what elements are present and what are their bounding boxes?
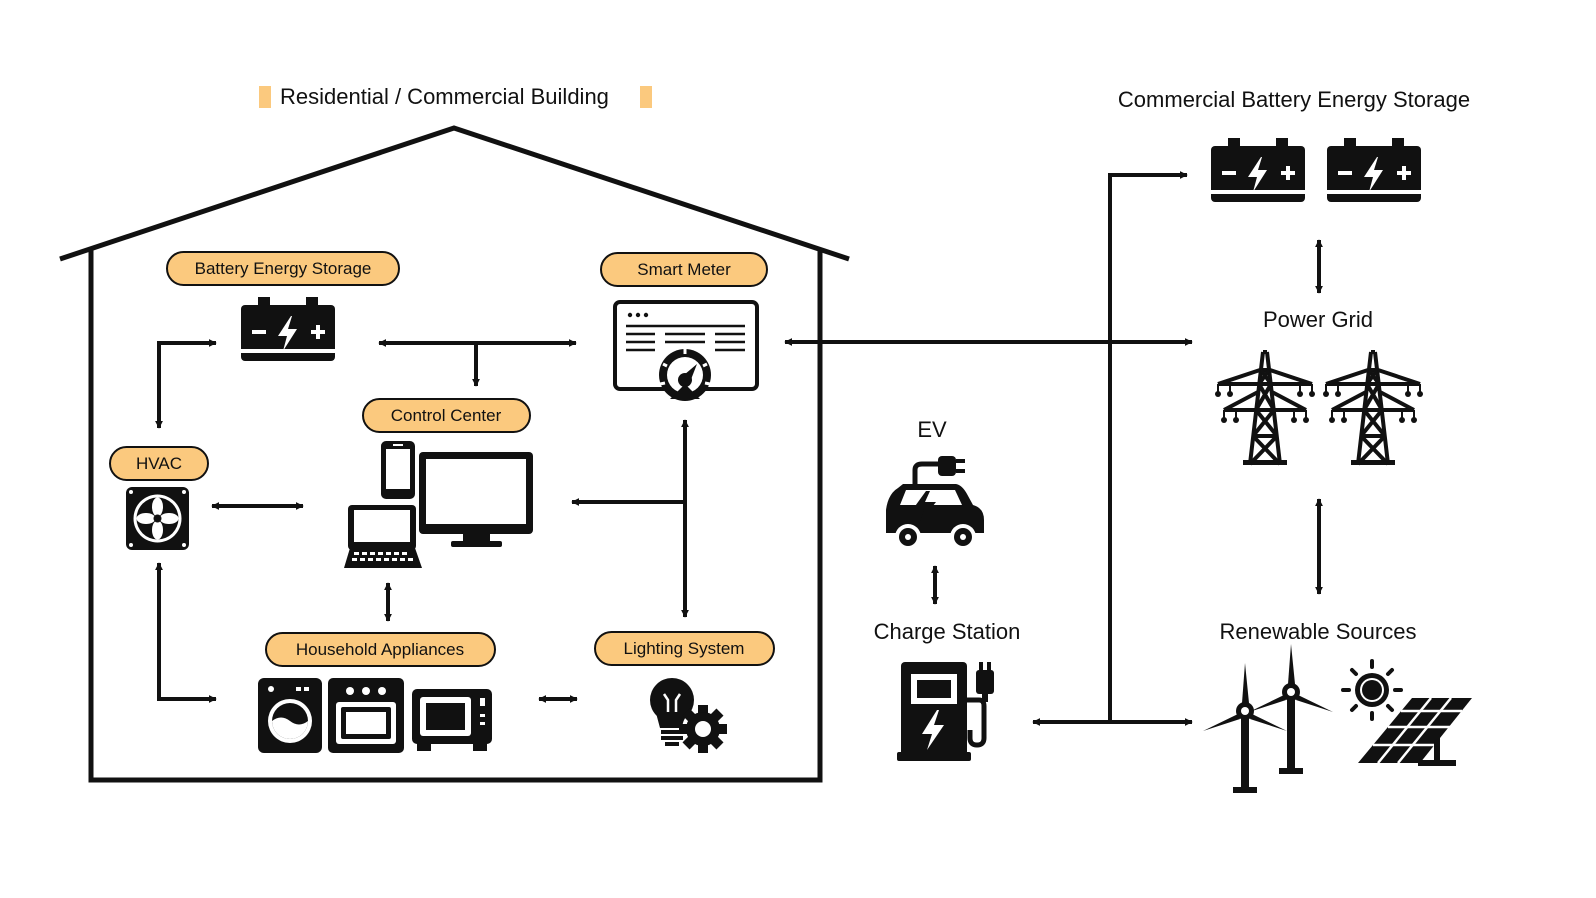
battery-energy-storage-label: Battery Energy Storage [166, 251, 400, 286]
wind-turbine-icon-2 [1249, 644, 1333, 774]
charging-station-icon [897, 662, 994, 761]
hvac-appliances-arrow [155, 562, 217, 703]
electric-car-icon [886, 456, 984, 550]
svg-text:Smart Meter: Smart Meter [637, 260, 731, 279]
hvac-battery-arrow [155, 339, 217, 429]
ev-label: EV [917, 417, 947, 442]
wind-turbine-icon-1 [1203, 663, 1287, 793]
commercial-battery-label: Commercial Battery Energy Storage [1118, 87, 1470, 112]
to-commercial-battery-arrow [1108, 171, 1188, 722]
commercial-battery-icon-2 [1327, 138, 1421, 202]
svg-text:HVAC: HVAC [136, 454, 182, 473]
power-grid-label: Power Grid [1263, 307, 1373, 332]
solar-panel-icon [1358, 697, 1472, 766]
battery-icon [241, 297, 335, 361]
connectors [155, 171, 1323, 726]
devices-icon [344, 441, 533, 568]
svg-text:Residential / Commercial Build: Residential / Commercial Building [280, 84, 609, 109]
building-title: Residential / Commercial Building [259, 84, 652, 109]
fan-icon [126, 487, 189, 550]
commercial-battery-icon-1 [1211, 138, 1305, 202]
lighting-system-label: Lighting System [594, 631, 775, 666]
sun-icon [1341, 659, 1403, 721]
control-center-label: Control Center [362, 398, 531, 433]
svg-text:Lighting System: Lighting System [624, 639, 745, 658]
lightbulb-gear-icon [650, 678, 727, 753]
charge-station-label: Charge Station [874, 619, 1021, 644]
svg-text:Household Appliances: Household Appliances [296, 640, 464, 659]
smart-meter-label: Smart Meter [600, 252, 768, 287]
transmission-tower-icon-2 [1321, 350, 1425, 467]
svg-text:Control Center: Control Center [391, 406, 502, 425]
transmission-tower-icon-1 [1213, 350, 1317, 467]
appliances-icon [258, 678, 492, 753]
hvac-label: HVAC [109, 446, 209, 481]
renewable-sources-label: Renewable Sources [1220, 619, 1417, 644]
svg-text:Battery Energy Storage: Battery Energy Storage [195, 259, 372, 278]
household-appliances-label: Household Appliances [265, 632, 496, 667]
smart-meter-icon [613, 300, 759, 401]
building-outline [59, 125, 850, 783]
